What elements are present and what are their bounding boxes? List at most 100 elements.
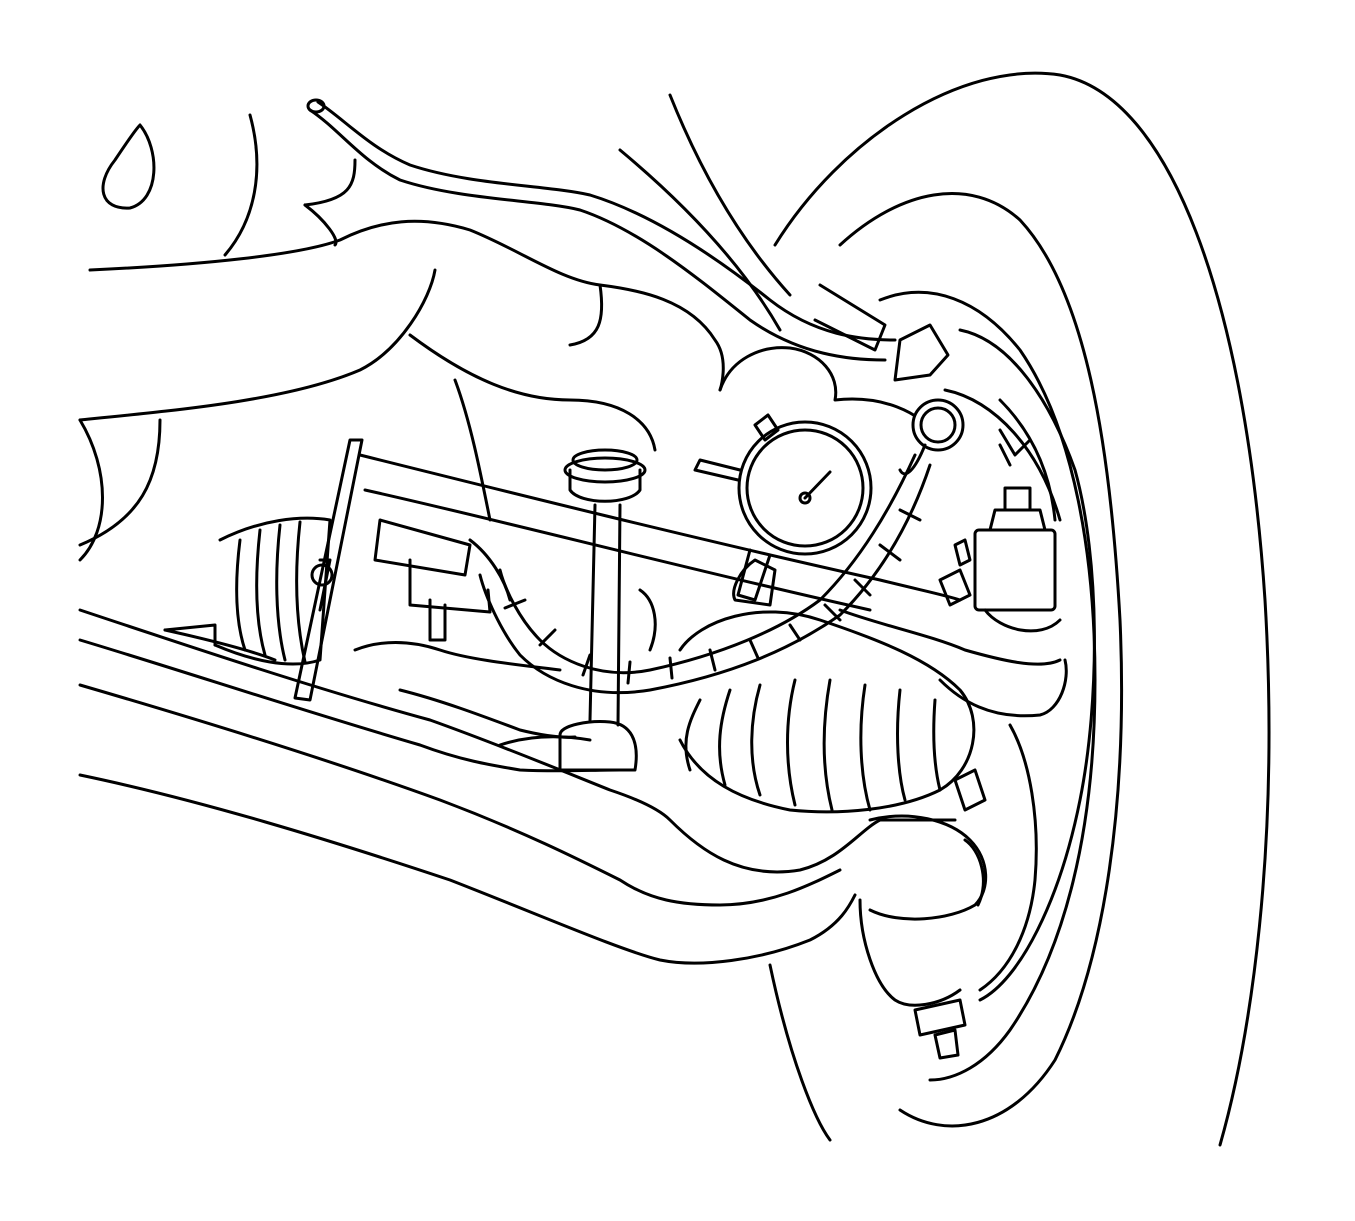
tie-rod-end-pin xyxy=(953,538,972,567)
dial-pivot xyxy=(798,491,812,505)
dial-stem-bottom xyxy=(736,548,772,602)
cable-upper xyxy=(498,453,917,675)
knuckle-side xyxy=(998,398,1057,522)
lower-control-arm xyxy=(78,608,988,1007)
arm-bottom-edge xyxy=(78,773,857,965)
frame-web xyxy=(453,378,492,522)
cable-band-12 xyxy=(503,598,527,610)
inner-line-5 xyxy=(468,538,512,602)
mount-bracket-2 xyxy=(303,203,338,247)
cable-band-6 xyxy=(748,638,760,660)
brake-rotor xyxy=(768,71,1271,1147)
stud-top-body xyxy=(568,468,642,503)
bleeder-fitting xyxy=(893,323,950,382)
base-arm xyxy=(898,443,927,476)
arm-top-edge xyxy=(78,608,957,874)
boot-outline xyxy=(678,610,976,814)
upper-small-bracket xyxy=(998,428,1032,457)
knuckle-hub xyxy=(978,723,1038,992)
brake-hose xyxy=(668,93,792,297)
mount-bracket-3 xyxy=(303,158,357,207)
tie-rod-end-stud xyxy=(1003,486,1032,512)
brake-line-end xyxy=(306,98,326,114)
boot-rib-3 xyxy=(750,683,762,797)
boot-rib-1 xyxy=(684,698,702,772)
rotor-outer-edge xyxy=(773,71,1271,1147)
arm-ball-joint-lower xyxy=(858,898,962,1007)
upper-small-bracket-2 xyxy=(998,443,1012,467)
steering-knuckle xyxy=(718,346,1068,992)
frame-rib xyxy=(568,283,604,347)
boot-rib-6 xyxy=(859,683,872,812)
knuckle-body xyxy=(718,346,942,442)
dial-stem-left xyxy=(693,458,742,482)
rack-boot-rib-3 xyxy=(275,523,287,662)
inner-line-1 xyxy=(353,641,562,672)
stud-shaft-right xyxy=(616,503,622,727)
hub-ring-2 xyxy=(958,328,1096,1002)
inner-line-3 xyxy=(498,735,592,747)
brake-line-lower xyxy=(316,100,897,342)
stud-bottom-nut xyxy=(558,720,638,772)
cable-band-4 xyxy=(823,603,842,622)
stud-shaft-left xyxy=(588,503,597,722)
lower-stud-end xyxy=(933,1028,960,1060)
brake-hose-fitting xyxy=(813,283,887,352)
cable-band-8 xyxy=(668,656,674,680)
magnetic-base xyxy=(898,398,965,476)
tie-rod-end xyxy=(938,486,1062,633)
plug-body xyxy=(373,518,472,577)
rack-boot-rib-1 xyxy=(235,538,247,652)
lower-bolt xyxy=(913,428,1032,1060)
dial-indicator xyxy=(693,413,873,607)
dial-plunger xyxy=(753,413,780,442)
rotor-lower-edge xyxy=(768,963,832,1142)
steering-rack-boot xyxy=(163,516,332,666)
plug-stem xyxy=(408,558,492,614)
connector-plug xyxy=(373,518,492,642)
brake-line-upper xyxy=(308,108,887,362)
frame-left-lower xyxy=(78,418,162,547)
cable-band-11 xyxy=(538,628,557,647)
hub-ring-3 xyxy=(943,388,1062,522)
tie-rod-assembly xyxy=(293,438,962,702)
tie-rod-end-block xyxy=(973,528,1057,612)
lower-bolt-head xyxy=(953,768,987,812)
frame-lower-edge xyxy=(78,268,437,422)
tie-rod-end-lower xyxy=(983,608,1062,633)
tie-rod-lower xyxy=(363,488,872,612)
inner-structure xyxy=(353,538,657,747)
rack-boot-rib-2 xyxy=(255,528,267,657)
arm-inner-edge xyxy=(78,638,622,773)
base-knob-inner xyxy=(919,406,957,444)
dial-face-inner xyxy=(745,428,865,548)
vehicle-frame xyxy=(78,113,725,562)
inner-line-2 xyxy=(398,688,577,739)
arm-ball-joint-housing xyxy=(868,814,988,921)
rack-left-stub xyxy=(163,623,217,647)
cable-band-10 xyxy=(581,653,592,677)
tie-rod-end-nut xyxy=(988,508,1047,532)
plug-tip xyxy=(428,598,447,642)
cable-band-5 xyxy=(788,623,802,642)
tie-rod-sleeve xyxy=(293,438,364,702)
frame-inner-curve xyxy=(408,333,657,452)
stud-top-cap xyxy=(571,448,639,472)
drip-shape xyxy=(101,123,156,210)
boot-rib-8 xyxy=(932,698,942,792)
frame-top-edge xyxy=(88,219,725,392)
boot-rib-5 xyxy=(822,678,834,812)
ball-joint-stud xyxy=(558,448,647,772)
cable-band-7 xyxy=(708,648,717,672)
boot-rib-2 xyxy=(718,688,732,787)
tie-rod-collar xyxy=(310,563,334,587)
knuckle-lower xyxy=(838,608,1062,666)
rack-boot-rib-4 xyxy=(295,520,307,664)
boot-rib-4 xyxy=(786,678,797,807)
arm-end-cap xyxy=(963,838,985,907)
brake-hose-2 xyxy=(618,148,782,332)
lower-stud-nut xyxy=(913,998,967,1037)
mount-bracket xyxy=(223,113,259,257)
cv-boot xyxy=(678,610,976,814)
cable-band-2 xyxy=(878,543,902,562)
